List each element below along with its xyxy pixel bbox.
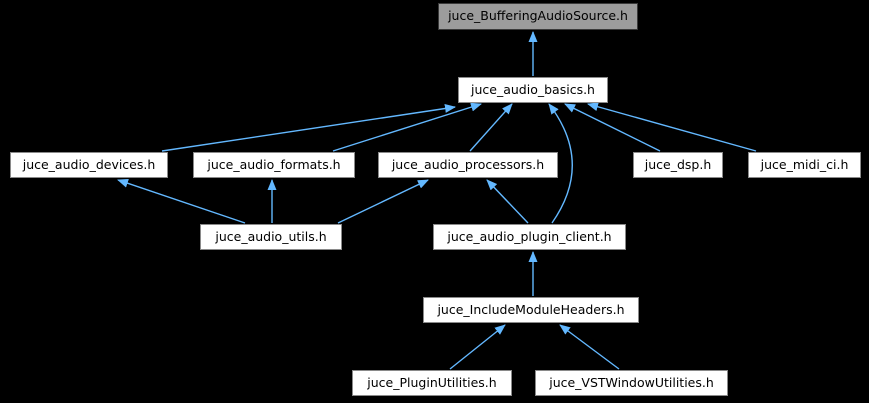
graph-node-juce_PluginUtilities[interactable]: juce_PluginUtilities.h [352,370,512,396]
graph-node-juce_audio_plugin_client[interactable]: juce_audio_plugin_client.h [433,224,626,250]
graph-node-juce_dsp[interactable]: juce_dsp.h [633,152,723,178]
graph-node-juce_VSTWindowUtilities[interactable]: juce_VSTWindowUtilities.h [535,370,728,396]
graph-node-juce_audio_utils[interactable]: juce_audio_utils.h [200,224,342,250]
graph-edge-juce_midi_ci-to-juce_audio_basics [587,102,757,152]
graph-edge-juce_audio_plugin_client-to-juce_audio_processors [486,179,529,224]
graph-edge-juce_audio_plugin_client-to-juce_audio_basics [548,103,573,224]
graph-edge-juce_PluginUtilities-to-juce_IncludeModuleHeaders [449,324,506,370]
graph-edge-juce_audio_formats-to-juce_audio_basics [332,102,482,152]
graph-node-juce_audio_processors[interactable]: juce_audio_processors.h [378,152,558,178]
graph-node-juce_BufferingAudioSource: juce_BufferingAudioSource.h [438,3,638,30]
graph-node-juce_IncludeModuleHeaders[interactable]: juce_IncludeModuleHeaders.h [423,297,639,323]
graph-edge-juce_audio_devices-to-juce_audio_basics [161,104,456,152]
graph-edge-juce_audio_utils-to-juce_audio_devices [117,178,246,224]
graph-node-juce_audio_formats[interactable]: juce_audio_formats.h [193,152,355,178]
graph-edge-juce_dsp-to-juce_audio_basics [564,103,661,152]
graph-node-juce_audio_devices[interactable]: juce_audio_devices.h [10,152,168,178]
graph-edge-juce_VSTWindowUtilities-to-juce_IncludeModuleHeaders [559,324,620,370]
graph-edge-juce_audio_processors-to-juce_audio_basics [469,103,513,152]
graph-edge-juce_audio_utils-to-juce_audio_processors [337,179,429,224]
graph-node-juce_midi_ci[interactable]: juce_midi_ci.h [748,152,861,178]
graph-node-juce_audio_basics[interactable]: juce_audio_basics.h [458,77,608,103]
